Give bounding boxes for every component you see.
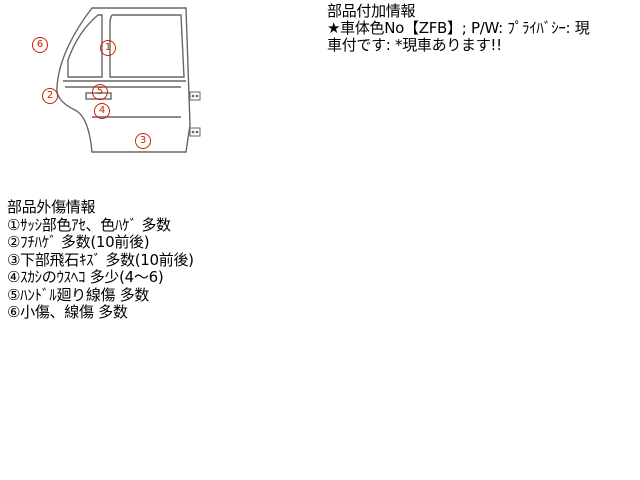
damage-item-3: ③下部飛石ｷｽﾞ 多数(10前後): [7, 250, 194, 269]
marker-6: 6: [32, 37, 48, 53]
door-outline-icon: [56, 7, 201, 153]
damage-item-4: ④ｽｶｼのｳｽﾍｺ 多少(4～6): [7, 268, 164, 286]
marker-3: 3: [135, 133, 151, 149]
marker-2: 2: [42, 88, 58, 104]
part-additional-info: 部品付加情報 ★車体色No【ZFB】; P/W: ﾌﾟﾗｲﾊﾞｼｰ: 現 車付で…: [327, 2, 590, 54]
marker-1: 1: [100, 40, 116, 56]
part-damage-info: 部品外傷情報 ①ｻｯｼ部色ｱｾ、色ﾊｹﾞ 多数 ②ﾌﾁﾊｹﾞ 多数(10前後) …: [7, 198, 194, 322]
damage-item-2: ②ﾌﾁﾊｹﾞ 多数(10前後): [7, 233, 150, 251]
damage-item-1: ①ｻｯｼ部色ｱｾ、色ﾊｹﾞ 多数: [7, 215, 171, 234]
part-info-line-2: 車付です: *現車あります!!: [327, 36, 502, 54]
part-info-heading: 部品付加情報: [327, 2, 416, 20]
damage-item-5: ⑤ﾊﾝﾄﾞﾙ廻り線傷 多数: [7, 285, 150, 304]
marker-4: 4: [94, 103, 110, 119]
damage-item-6: ⑥小傷、線傷 多数: [7, 303, 128, 321]
door-diagram: 1 2 3 4 5 6: [0, 0, 220, 160]
damage-heading: 部品外傷情報: [7, 198, 96, 216]
marker-5: 5: [92, 84, 108, 100]
part-info-line-1: ★車体色No【ZFB】; P/W: ﾌﾟﾗｲﾊﾞｼｰ: 現: [327, 19, 590, 37]
